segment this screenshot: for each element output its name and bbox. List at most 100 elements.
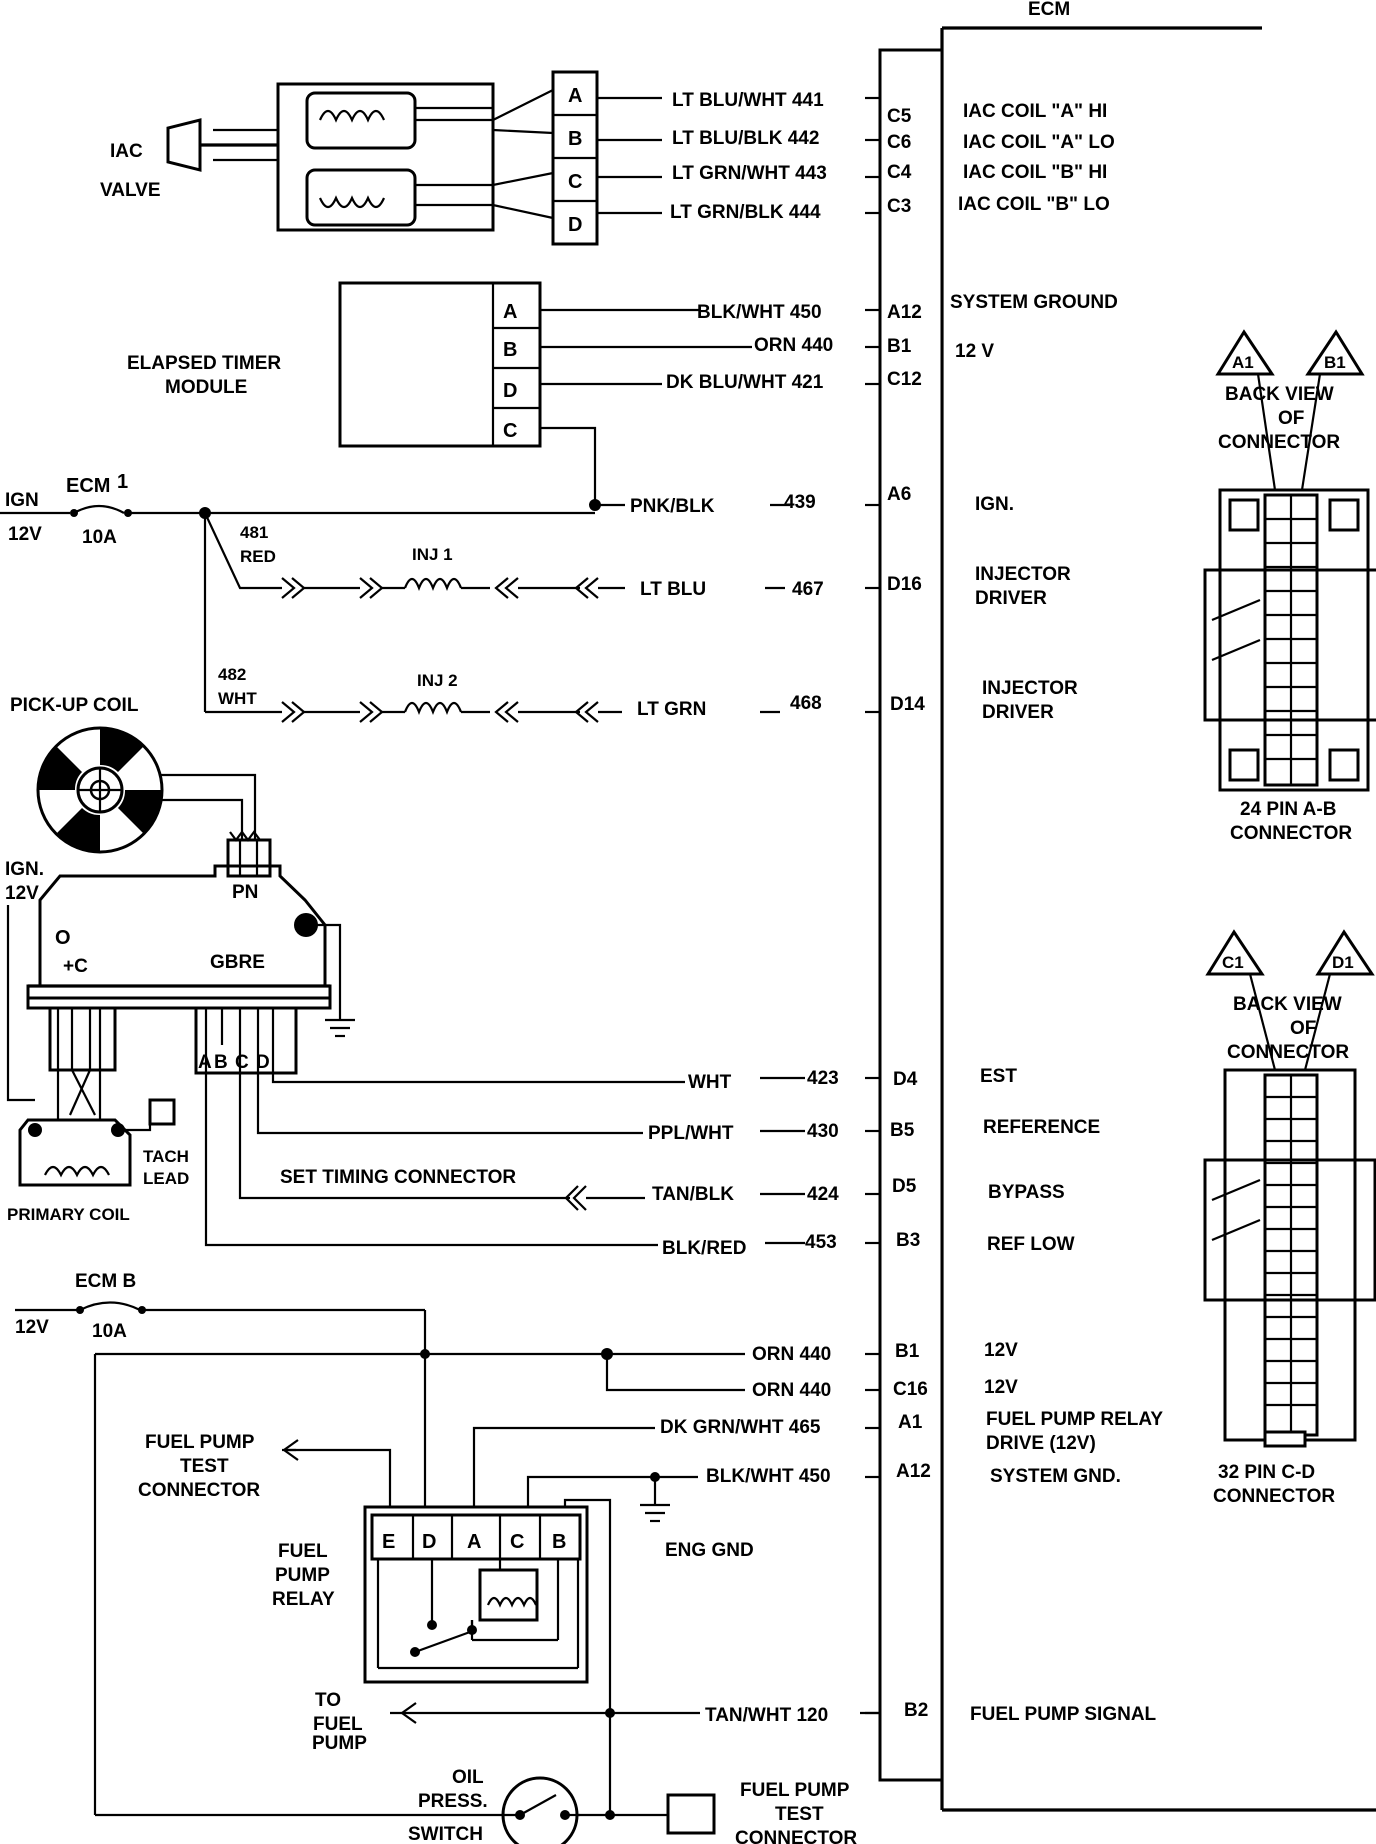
ab-back-2: OF (1278, 408, 1304, 429)
triangle-b1-icon (1305, 329, 1365, 376)
fuse-ecm1-num: 1 (117, 471, 128, 493)
relay-label-1: FUEL (278, 1541, 328, 1562)
fp-test-2: TEST (180, 1456, 229, 1477)
inj2-ecm-num: 468 (790, 693, 822, 714)
triangle-c1-icon (1205, 929, 1265, 976)
fpt-2: TEST (775, 1804, 824, 1825)
ecm-pin-c6: C6 (887, 132, 911, 153)
module-gbre: GBRE (210, 952, 265, 973)
cd-tri-2: D1 (1332, 953, 1354, 972)
fn-fp-signal: FUEL PUMP SIGNAL (970, 1704, 1157, 1725)
cd-name-1: 32 PIN C-D (1218, 1462, 1315, 1483)
tanwht-120: TAN/WHT 120 (705, 1705, 828, 1726)
module-plus-c: +C (63, 956, 88, 977)
injector-2-circuit: 482 WHT INJ 2 LT GRN 468 D14 INJECTOR DR… (203, 513, 1078, 723)
reflow-wire: BLK/RED (662, 1238, 746, 1259)
triangle-a1-icon (1215, 329, 1275, 376)
fuel-pump-circuit (15, 1301, 880, 1835)
fn-est: EST (980, 1066, 1017, 1087)
relay-label-2: PUMP (275, 1565, 330, 1586)
ecm-pin-b5: B5 (890, 1120, 915, 1141)
iac-label-2: VALVE (100, 180, 161, 201)
triangle-d1-icon (1315, 929, 1375, 976)
ab-tri-2: B1 (1324, 353, 1346, 372)
timer-label-1: ELAPSED TIMER (127, 353, 281, 374)
fp-test-3: CONNECTOR (138, 1480, 260, 1501)
cd-back-3: CONNECTOR (1227, 1042, 1349, 1063)
ecm-pin-c3: C3 (887, 196, 911, 217)
fn-iac-a-hi: IAC COIL "A" HI (963, 101, 1107, 122)
cd-name-2: CONNECTOR (1213, 1486, 1335, 1507)
timer-pin-d: D (503, 380, 517, 402)
iac-pin-d: D (568, 214, 582, 236)
timer-pin-c: C (503, 420, 517, 442)
oil-pressure-switch: OIL PRESS. SWITCH (408, 1767, 580, 1844)
timer-label-2: MODULE (165, 377, 247, 398)
inj1-ecm-num: 467 (792, 579, 824, 600)
module-o: O (55, 927, 71, 949)
iac-pin-c: C (568, 171, 582, 193)
ab-tri-1: A1 (1232, 353, 1254, 372)
fn-bypass: BYPASS (988, 1182, 1065, 1203)
est-wire: WHT (688, 1072, 732, 1093)
module-pin-d: D (256, 1052, 270, 1073)
ign-label: IGN (5, 490, 39, 511)
ignition-module: PICK-UP COIL PN O +C GBRE IGN. (5, 695, 355, 1224)
fuel-12v: 12V (15, 1317, 49, 1338)
ign-12v: 12V (8, 524, 42, 545)
inj2-wire-color: WHT (218, 689, 257, 708)
fn-12v-c16: 12V (984, 1377, 1018, 1398)
fn-injector-2a: INJECTOR (982, 678, 1078, 699)
ecm-pin-d14: D14 (890, 694, 925, 715)
iac-label-1: IAC (110, 141, 143, 162)
ecm-pin-a1: A1 (898, 1412, 923, 1433)
ref-wire: PPL/WHT (648, 1123, 734, 1144)
ecm-pin-d16: D16 (887, 574, 922, 595)
relay-pin-a: A (467, 1531, 481, 1553)
ecm-block: ECM (878, 0, 1376, 1812)
ecm-title: ECM (1028, 0, 1070, 20)
timer-pin-b: B (503, 339, 517, 361)
ecm-pin-c12: C12 (887, 369, 922, 390)
iac-wire-443: LT GRN/WHT 443 (672, 163, 827, 184)
ecm-pin-d5: D5 (892, 1176, 917, 1197)
relay-pin-c: C (510, 1531, 524, 1553)
cd-back-2: OF (1290, 1018, 1316, 1039)
relay-pin-b: B (552, 1531, 566, 1553)
ecm-pin-a12: A12 (896, 1461, 931, 1482)
ecm-pin-a12-timer: A12 (887, 302, 922, 323)
ecm-pin-c5: C5 (887, 106, 912, 127)
connector-24pin-ab: A1 B1 BACK VIEW OF CONNECTOR (1203, 329, 1376, 844)
tach-label-1: TACH (143, 1147, 189, 1166)
ecm-pin-b3: B3 (896, 1230, 920, 1251)
fn-iac-a-lo: IAC COIL "A" LO (963, 132, 1115, 153)
ab-back-3: CONNECTOR (1218, 432, 1340, 453)
ab-pin-grid (1263, 493, 1319, 787)
reflow-num: 453 (805, 1232, 837, 1253)
set-timing-label: SET TIMING CONNECTOR (280, 1167, 516, 1188)
fn-system-ground: SYSTEM GROUND (950, 292, 1118, 313)
fuel-pump-text: ECM B 12V 10A ORN 440 B1 12V ORN 440 C16… (15, 1271, 1163, 1844)
module-pin-c: C (235, 1052, 249, 1073)
module-pin-b: B (214, 1052, 228, 1073)
inj1-ecm-wire: LT BLU (640, 579, 706, 600)
timer-wire-450: BLK/WHT 450 (697, 302, 822, 323)
eng-gnd-label: ENG GND (665, 1540, 754, 1561)
inj1-wire-color: RED (240, 547, 276, 566)
oil-label-1: OIL (452, 1767, 484, 1788)
fn-iac-b-hi: IAC COIL "B" HI (963, 162, 1107, 183)
iac-pin-b: B (568, 128, 582, 150)
ecm-pin-b1: B1 (895, 1341, 920, 1362)
to-fuel-2: FUEL (313, 1714, 363, 1735)
iac-wire-442: LT BLU/BLK 442 (672, 128, 819, 149)
fuse-ecmb-name: ECM B (75, 1271, 136, 1292)
est-num: 423 (807, 1068, 839, 1089)
fuel-pump-relay: E D A C B FUEL PUMP RELAY (272, 1505, 589, 1684)
fuse-ecmb-amp: 10A (92, 1321, 127, 1342)
fn-ign: IGN. (975, 494, 1014, 515)
iac-pin-a: A (568, 85, 582, 107)
iac-wire-444: LT GRN/BLK 444 (670, 202, 821, 223)
ab-name-2: CONNECTOR (1230, 823, 1352, 844)
pickup-coil-label: PICK-UP COIL (10, 695, 139, 716)
ref-num: 430 (807, 1121, 839, 1142)
